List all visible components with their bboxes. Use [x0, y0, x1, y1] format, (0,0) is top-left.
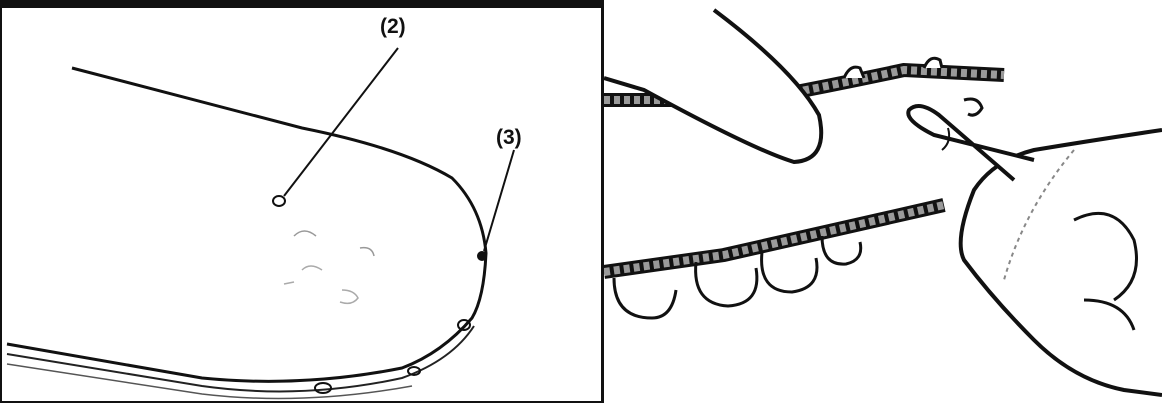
- index-finger: [908, 106, 1034, 180]
- nose-sprocket-point: [477, 251, 487, 261]
- callout-3-leader: [484, 150, 514, 251]
- callout-2-leader: [284, 48, 398, 196]
- sprocket-mark: [284, 282, 294, 284]
- drive-link: [822, 236, 861, 264]
- callout-3-label: (3): [496, 126, 522, 150]
- rail-rivet: [315, 383, 331, 393]
- drive-link: [762, 252, 817, 292]
- sprocket-mark: [360, 248, 374, 256]
- chain-cutter: [964, 99, 982, 115]
- lubrication-hole: [273, 196, 285, 206]
- sprocket-mark: [340, 290, 358, 303]
- guide-bar-diagram: (2) (3): [0, 0, 604, 403]
- upper-finger: [604, 10, 821, 162]
- chain-cutter: [844, 67, 864, 78]
- chain-cutter: [924, 58, 942, 68]
- guide-bar-drawing: [2, 8, 602, 403]
- sprocket-mark: [302, 266, 322, 270]
- chain-tension-illustration: [604, 0, 1162, 403]
- drive-link: [696, 262, 757, 306]
- hand: [961, 130, 1162, 395]
- guide-bar-outline: [7, 68, 486, 381]
- callout-2-label: (2): [380, 15, 406, 39]
- drive-link: [614, 278, 676, 318]
- guide-bar-rail-inner: [7, 364, 412, 399]
- sprocket-mark: [294, 231, 316, 236]
- hand-chain-drawing: [604, 0, 1162, 403]
